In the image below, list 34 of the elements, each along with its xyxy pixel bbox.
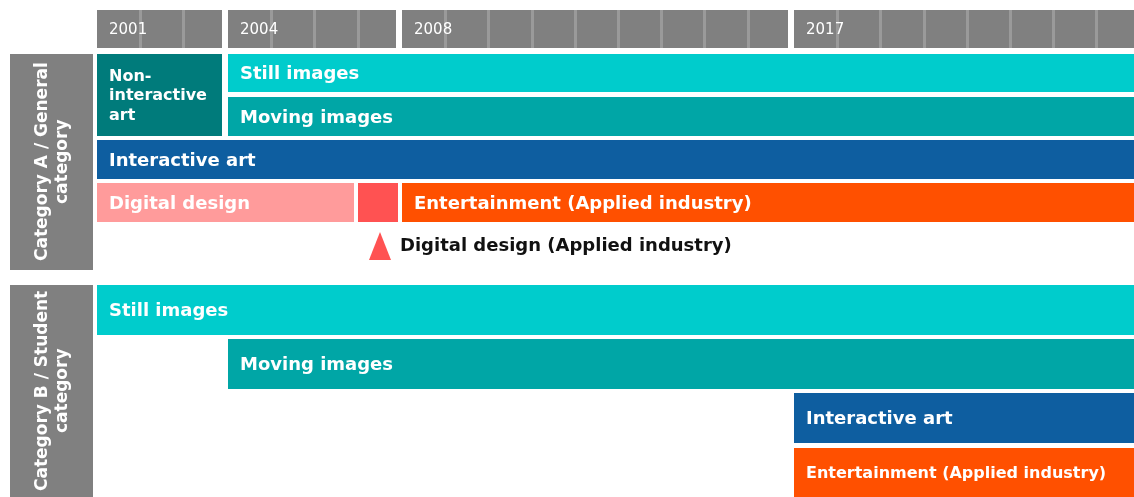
bar-label: Moving images [240, 353, 394, 375]
timeline-bar [358, 183, 398, 222]
timeline-bar [97, 54, 222, 136]
bar-label: Still images [240, 62, 360, 84]
timeline-bar [97, 140, 1134, 179]
year-header [97, 10, 222, 48]
category-side-label [10, 54, 93, 270]
bar-label: Digital design [109, 191, 251, 214]
bar-label: Entertainment (Applied industry) [414, 191, 752, 214]
timeline-bar [228, 54, 1134, 92]
year-label: 2001 [109, 20, 148, 38]
year-header [402, 10, 788, 48]
annotation-text: Digital design (Applied industry) [400, 234, 732, 255]
bar-label: Moving images [240, 105, 394, 128]
bar-label: Interactive art [806, 407, 953, 429]
year-header [228, 10, 396, 48]
year-label: 2017 [806, 20, 845, 38]
year-label: 2008 [414, 20, 453, 38]
timeline-bar [794, 448, 1134, 497]
timeline-bar [97, 285, 1134, 335]
bar-label: Non-interactive art [109, 66, 208, 124]
bar-label: Interactive art [109, 148, 256, 171]
category-label: Category A / General category [31, 61, 72, 264]
timeline-bar [97, 183, 354, 222]
bar-label: Still images [109, 299, 229, 321]
year-label: 2004 [240, 20, 279, 38]
bar-label: Entertainment (Applied industry) [806, 462, 1107, 483]
timeline-bar [228, 97, 1134, 136]
timeline-bar [794, 393, 1134, 443]
category-side-label [10, 285, 93, 497]
timeline-bar [402, 183, 1134, 222]
timeline-bar [228, 339, 1134, 389]
category-label: Category B / Student category [31, 289, 72, 494]
year-header [794, 10, 1134, 48]
